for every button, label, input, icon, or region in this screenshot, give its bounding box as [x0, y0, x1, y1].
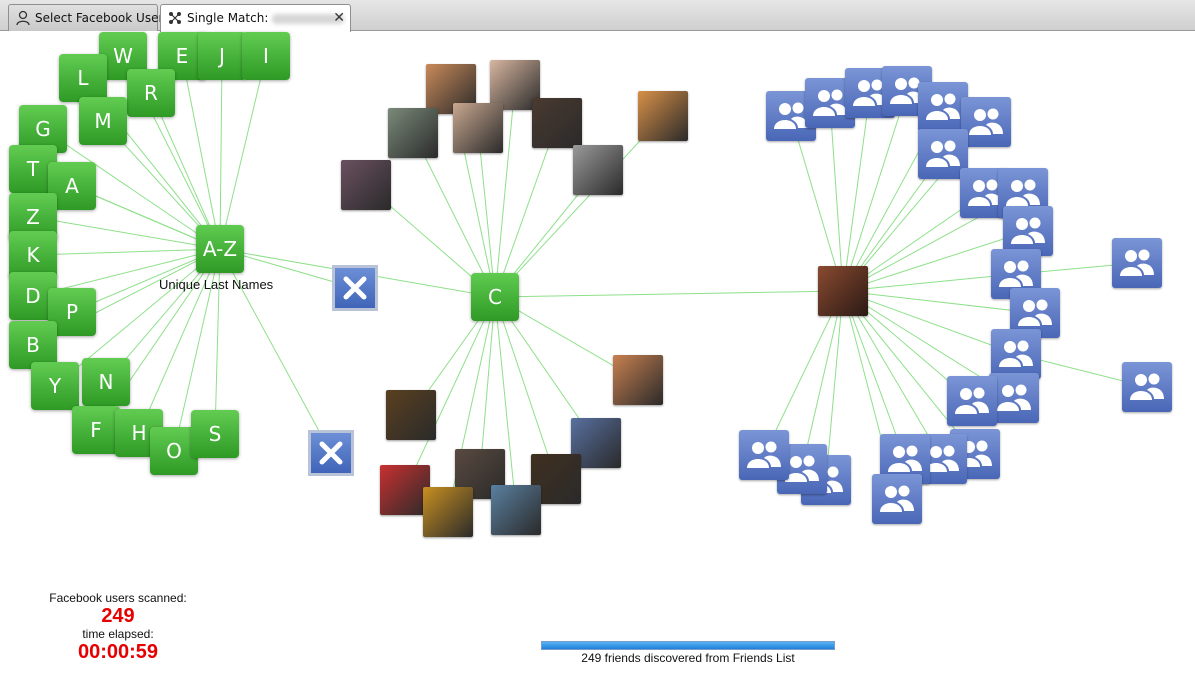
graph-edge: [801, 290, 844, 470]
scanned-count: 249: [101, 605, 135, 627]
tab-label: Select Facebook Users: [35, 11, 170, 25]
friend-photo[interactable]: [491, 485, 541, 535]
tab-bar: Select Facebook Users Single Match: ✕: [0, 0, 1195, 32]
scan-stats: Facebook users scanned: 249 time elapsed…: [20, 591, 216, 663]
friend-photo[interactable]: [573, 145, 623, 195]
letter-node[interactable]: B: [9, 321, 57, 369]
friends-group-icon[interactable]: [872, 474, 922, 524]
graph-edge: [494, 290, 844, 298]
letter-node[interactable]: L: [59, 54, 107, 102]
letter-node[interactable]: N: [82, 358, 130, 406]
graph-edge: [32, 216, 221, 250]
graph-edge: [219, 55, 267, 250]
progress-bar: [541, 641, 835, 650]
graph-edge: [790, 115, 844, 292]
graph-edge: [71, 248, 221, 313]
graph-edge: [842, 290, 976, 455]
friend-photo[interactable]: [613, 355, 663, 405]
friends-group-icon[interactable]: [961, 97, 1011, 147]
letter-node[interactable]: K: [9, 231, 57, 279]
letter-node[interactable]: J: [198, 32, 246, 80]
friend-photo[interactable]: [388, 108, 438, 158]
close-icon[interactable]: ✕: [333, 10, 345, 26]
graph-edge: [825, 290, 844, 481]
graph-edge: [138, 248, 221, 434]
graph-edge: [842, 290, 1036, 314]
tab-single-match[interactable]: Single Match: ✕: [160, 4, 351, 32]
graph-edge: [479, 296, 496, 475]
matched-person-photo[interactable]: [818, 266, 868, 316]
graph-edge: [842, 230, 1029, 292]
graph-edge: [842, 90, 908, 292]
close-x-icon[interactable]: [332, 265, 378, 311]
friends-group-icon[interactable]: [991, 329, 1041, 379]
graph-edge: [150, 92, 221, 250]
graph-edge: [477, 127, 496, 298]
graph-edge: [842, 273, 1017, 292]
graph-edge: [763, 290, 844, 456]
letter-node[interactable]: F: [72, 406, 120, 454]
letter-node[interactable]: S: [191, 410, 239, 458]
graph-edge: [842, 290, 943, 460]
az-hub-node[interactable]: A-Z: [196, 225, 244, 273]
tab-label: Single Match:: [187, 11, 269, 25]
graph-edge: [412, 132, 496, 298]
graph-edge: [842, 92, 871, 292]
close-x-icon[interactable]: [308, 430, 354, 476]
friends-group-icon[interactable]: [1122, 362, 1172, 412]
letter-node[interactable]: I: [242, 32, 290, 80]
friends-group-icon[interactable]: [918, 82, 968, 132]
friends-group-icon[interactable]: [1112, 238, 1162, 288]
friend-photo[interactable]: [386, 390, 436, 440]
friends-group-icon[interactable]: [918, 129, 968, 179]
graph-edge: [219, 55, 223, 250]
graph-edge: [173, 248, 221, 452]
graph-edge: [71, 185, 221, 250]
graph-edge: [494, 84, 516, 298]
scanned-label: Facebook users scanned:: [49, 591, 187, 605]
friends-group-icon[interactable]: [1003, 206, 1053, 256]
friend-photo[interactable]: [490, 60, 540, 110]
graph-edge: [494, 296, 557, 480]
elapsed-label: time elapsed:: [82, 627, 154, 641]
graph-edge: [842, 290, 1017, 355]
letter-node[interactable]: Y: [31, 362, 79, 410]
letter-node[interactable]: R: [127, 69, 175, 117]
letter-node[interactable]: M: [79, 97, 127, 145]
progress-text: 249 friends discovered from Friends List: [581, 651, 795, 665]
graph-edge: [494, 115, 664, 298]
friend-photo[interactable]: [423, 487, 473, 537]
friends-group-icon[interactable]: [989, 373, 1039, 423]
graph-edge: [842, 290, 906, 460]
graph-edge: [829, 102, 844, 292]
graph-edge: [404, 296, 496, 491]
network-icon: [169, 12, 181, 24]
graph-edge: [494, 296, 517, 511]
graph-edge: [219, 248, 332, 454]
az-hub-caption: Unique Last Names: [159, 277, 274, 292]
graph-edge: [494, 122, 558, 298]
friends-group-icon[interactable]: [947, 376, 997, 426]
c-hub-node[interactable]: C: [471, 273, 519, 321]
letter-node[interactable]: O: [150, 427, 198, 475]
friend-photo[interactable]: [532, 98, 582, 148]
friend-photo[interactable]: [341, 160, 391, 210]
graph-edge: [42, 128, 221, 250]
graph-edge: [214, 248, 221, 435]
elapsed-value: 00:00:59: [77, 641, 159, 663]
friends-group-icon[interactable]: [739, 430, 789, 480]
progress-fill: [542, 642, 834, 649]
user-icon: [16, 10, 30, 26]
graph-edge: [181, 55, 221, 250]
graph-edge: [32, 248, 221, 256]
friend-photo[interactable]: [638, 91, 688, 141]
friend-photo[interactable]: [453, 103, 503, 153]
tab-select-facebook-users[interactable]: Select Facebook Users: [8, 4, 170, 31]
redacted-name: [272, 13, 345, 24]
friend-photo[interactable]: [380, 465, 430, 515]
